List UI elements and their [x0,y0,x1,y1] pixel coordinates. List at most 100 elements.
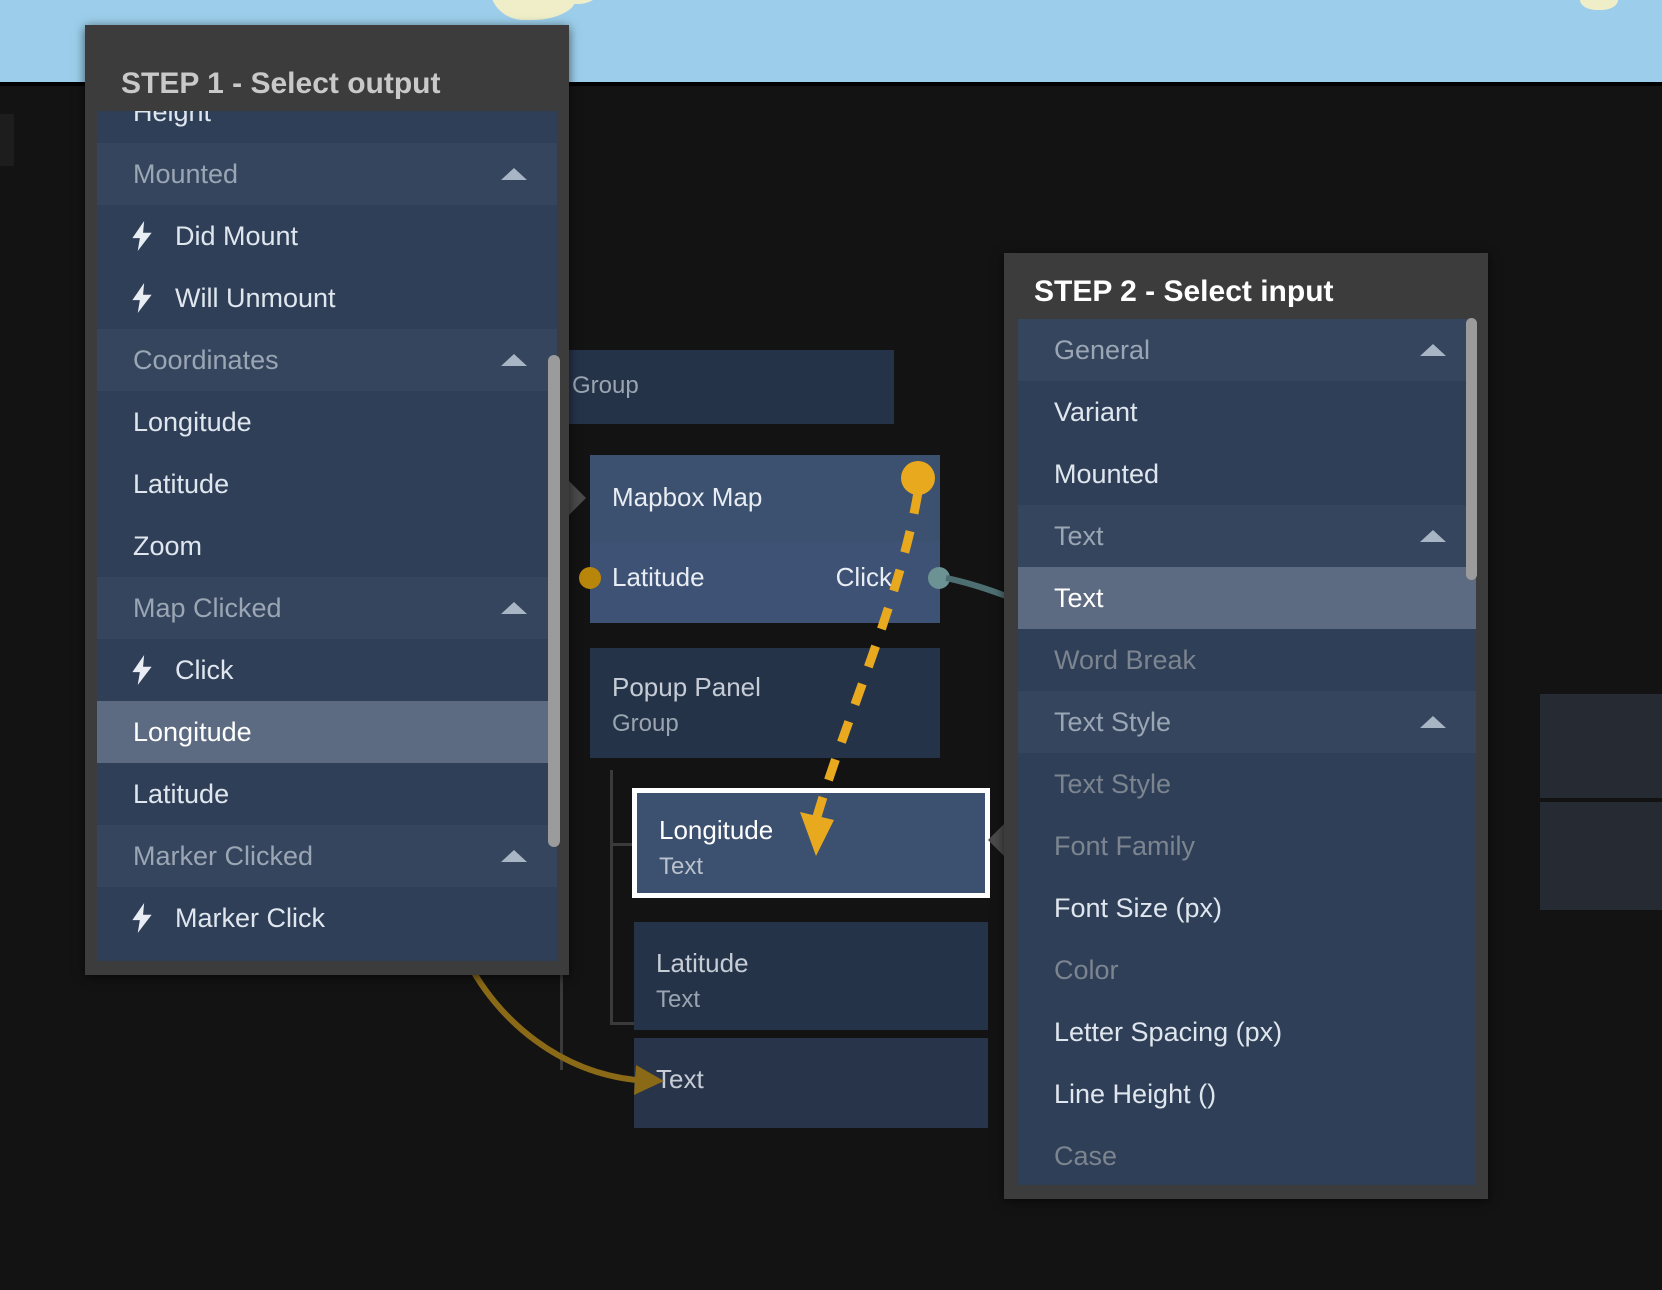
input-port-latitude[interactable] [579,567,601,589]
option-label: Longitude [133,406,252,437]
option-label: Latitude [133,778,230,809]
chevron-up-icon[interactable] [501,602,527,614]
bolt-icon [129,221,155,251]
landmass-shape [490,0,576,20]
node-port-row[interactable]: Latitude Click [590,542,940,623]
canvas-panel-right-lower [1540,802,1662,910]
node-subtitle: Group [572,372,639,399]
step1-scrollbar-thumb[interactable] [548,355,560,847]
option-group-coordinates[interactable]: Coordinates [97,329,557,391]
option-item-latitude[interactable]: Latitude [97,453,557,515]
chevron-up-icon[interactable] [501,850,527,862]
option-label: Did Mount [175,220,299,251]
option-label: Mounted [133,158,239,189]
option-item-font-size-px[interactable]: Font Size (px) [1018,877,1476,939]
option-group-marker-clicked[interactable]: Marker Clicked [97,825,557,887]
option-label: Click [175,654,234,685]
canvas-chip [0,114,14,166]
tree-rail-branch [610,1022,634,1025]
option-item-line-height[interactable]: Line Height () [1018,1063,1476,1125]
tree-rail-inner [610,770,613,1025]
option-label: Will Unmount [175,282,336,313]
option-label: Case [1054,1140,1118,1171]
strip-divider [0,82,1662,86]
option-item-height[interactable]: Height [97,111,557,143]
bolt-icon [129,903,155,933]
step2-scrollbar-thumb[interactable] [1466,318,1477,580]
option-item-case[interactable]: Case [1018,1125,1476,1185]
step1-title: STEP 1 - Select output [121,67,441,100]
option-item-click[interactable]: Click [97,639,557,701]
option-item-zoom[interactable]: Zoom [97,515,557,577]
option-item-letter-spacing-px[interactable]: Letter Spacing (px) [1018,1001,1476,1063]
node-subtitle: Text [659,853,704,880]
chevron-up-icon[interactable] [501,168,527,180]
option-label: Font Family [1054,830,1196,861]
step2-title: STEP 2 - Select input [1034,275,1334,308]
option-label: Coordinates [133,344,279,375]
bolt-icon [129,283,155,313]
node-subtitle: Group [612,710,679,737]
port-label-click: Click [835,562,892,592]
node-title: Longitude [659,815,774,845]
option-item-word-break[interactable]: Word Break [1018,629,1476,691]
option-label: Map Clicked [133,592,282,623]
tree-rail-branch [610,843,634,846]
option-item-marker-id[interactable]: Marker Id [97,949,557,961]
chevron-up-icon[interactable] [501,354,527,366]
node-subtitle: Text [656,986,701,1013]
option-group-text-style[interactable]: Text Style [1018,691,1476,753]
option-item-text[interactable]: Text [1018,567,1476,629]
port-label-latitude: Latitude [612,562,705,592]
landmass-shape [556,0,600,4]
option-label: Marker Click [175,902,326,933]
option-label: Text [1054,520,1104,551]
option-group-text[interactable]: Text [1018,505,1476,567]
option-group-map-clicked[interactable]: Map Clicked [97,577,557,639]
option-label: Color [1054,954,1119,985]
node-mapbox-map[interactable]: Mapbox Map Latitude Click [590,455,940,623]
option-item-text-style[interactable]: Text Style [1018,753,1476,815]
option-group-general[interactable]: General [1018,319,1476,381]
option-item-font-family[interactable]: Font Family [1018,815,1476,877]
option-item-longitude[interactable]: Longitude [97,391,557,453]
node-title: Text [656,1064,704,1094]
output-port-click[interactable] [928,567,950,589]
chevron-up-icon[interactable] [1420,344,1446,356]
option-item-mounted[interactable]: Mounted [1018,443,1476,505]
node-collapse-arrow-icon[interactable] [566,478,586,518]
node-title: Popup Panel [612,672,761,702]
option-item-marker-click[interactable]: Marker Click [97,887,557,949]
option-item-did-mount[interactable]: Did Mount [97,205,557,267]
option-label: Height [133,111,212,127]
option-label: Letter Spacing (px) [1054,1016,1283,1047]
landmass-shape [1580,0,1618,10]
bolt-icon [129,655,155,685]
option-item-latitude[interactable]: Latitude [97,763,557,825]
option-label: Font Size (px) [1054,892,1223,923]
option-label: Variant [1054,396,1138,427]
node-expand-arrow-icon[interactable] [988,820,1008,860]
node-text[interactable]: Text [634,1038,988,1128]
option-label: Line Height () [1054,1078,1217,1109]
chevron-up-icon[interactable] [1420,716,1446,728]
node-title: Latitude [656,948,749,978]
node-latitude-text[interactable]: Latitude Text [634,922,988,1030]
option-item-longitude[interactable]: Longitude [97,701,557,763]
node-title: Mapbox Map [612,482,763,512]
option-label: Latitude [133,468,230,499]
option-item-color[interactable]: Color [1018,939,1476,1001]
chevron-up-icon[interactable] [1420,530,1446,542]
option-group-mounted[interactable]: Mounted [97,143,557,205]
option-label: General [1054,334,1151,365]
node-popup-panel[interactable]: Popup Panel Group [590,648,940,758]
option-label: Mounted [1054,458,1160,489]
option-item-variant[interactable]: Variant [1018,381,1476,443]
node-longitude-text[interactable]: Longitude Text [632,788,990,898]
option-item-will-unmount[interactable]: Will Unmount [97,267,557,329]
